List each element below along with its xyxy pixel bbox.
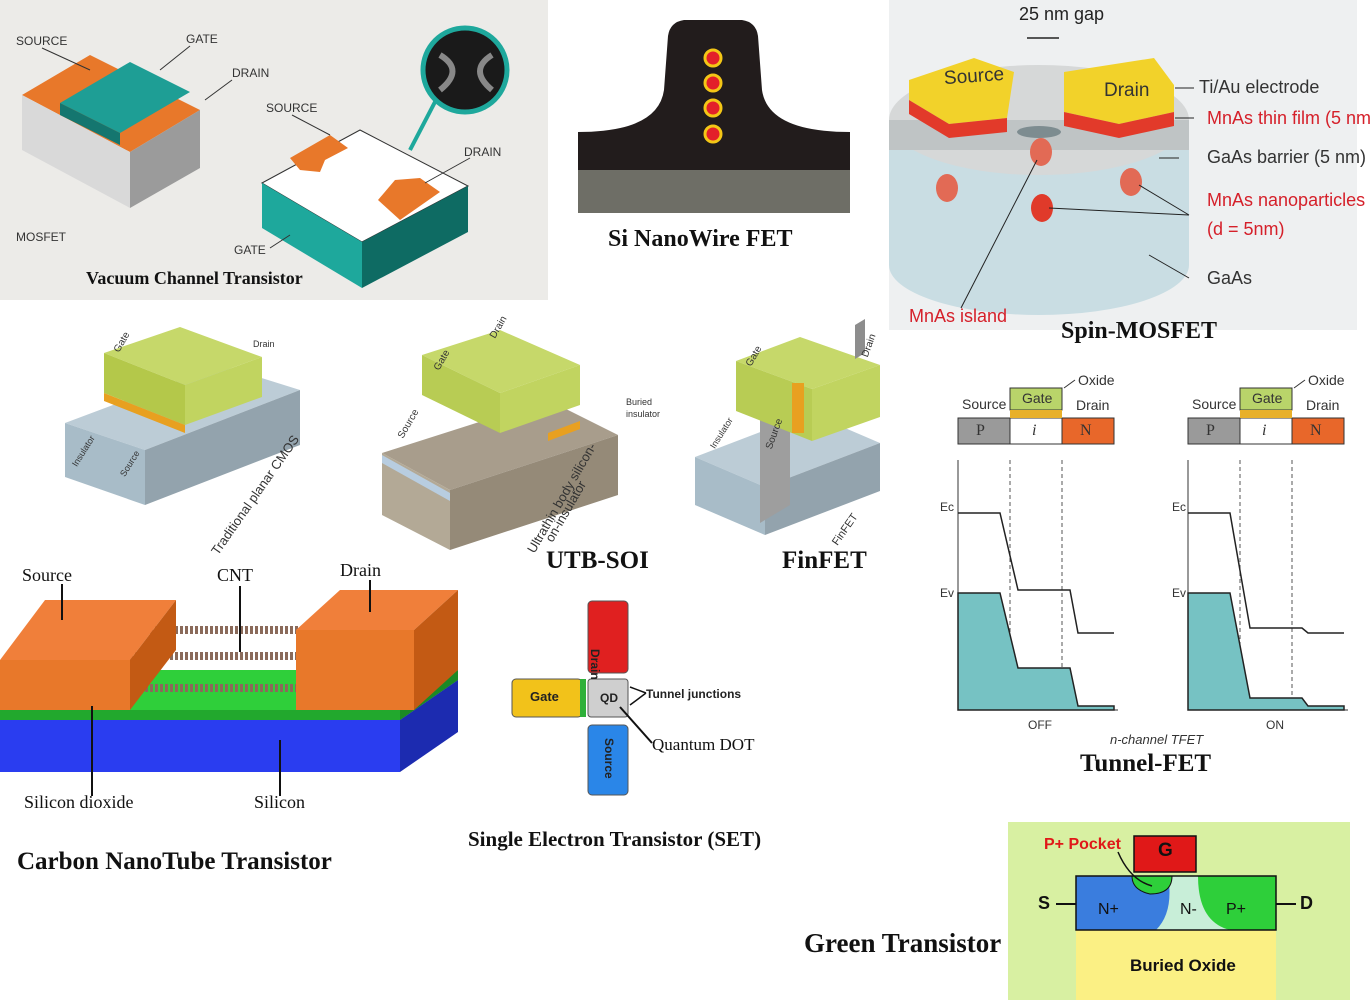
tfet-p-right: P	[1206, 422, 1215, 439]
green-transistor-illustration	[1008, 822, 1350, 1000]
cnt-cnt-label: CNT	[217, 565, 253, 585]
tfet-gate-left: Gate	[1022, 390, 1053, 406]
vacuum-drain-label: DRAIN	[464, 145, 502, 159]
cnt-drain-label: Drain	[340, 560, 381, 580]
set-drain-label: Drain	[588, 649, 602, 680]
mnas-film-label: MnAs thin film (5 nm	[1207, 108, 1371, 128]
mosfet-name-label: MOSFET	[16, 230, 66, 244]
tfet-ev-right: Ev	[1172, 586, 1187, 600]
green-pplus-label: P+	[1226, 901, 1247, 918]
set-dot-label: Quantum DOT	[652, 735, 755, 754]
tunnel-fet-caption: Tunnel-FET	[1080, 750, 1212, 777]
tfet-ev-left: Ev	[940, 586, 955, 600]
cmos-illustrations	[65, 319, 880, 550]
tfet-p-left: P	[976, 422, 985, 439]
utb-insulator-label: insulator	[626, 409, 661, 419]
tfet-ec-right: Ec	[1172, 500, 1187, 514]
tfet-i-right: i	[1262, 422, 1267, 439]
green-pocket-label: P+ Pocket	[1044, 836, 1121, 853]
cnt-sio2-label: Silicon dioxide	[24, 792, 134, 812]
tfet-subtitle: n-channel TFET	[1110, 732, 1204, 747]
tunnel-fet-diagram	[957, 379, 1348, 711]
green-panel: P+ Pocket G S D N+ N- P+ Buried Oxide Gr…	[800, 822, 1357, 1000]
green-caption: Green Transistor	[804, 928, 1002, 958]
nanowire-caption: Si NanoWire FET	[608, 226, 793, 252]
finfet-caption: FinFET	[782, 547, 867, 574]
vacuum-channel-panel: SOURCE GATE DRAIN MOSFET SOURCE DRAIN GA…	[0, 0, 548, 300]
green-nminus-label: N-	[1180, 901, 1197, 918]
nanowire-illustration	[578, 20, 850, 213]
set-gate-label: Gate	[530, 689, 559, 704]
green-d-label: D	[1300, 893, 1313, 913]
tfet-drain-right: Drain	[1306, 397, 1340, 413]
tfet-source-left: Source	[962, 396, 1007, 412]
nanowire-panel: Si NanoWire FET	[560, 0, 880, 265]
vacuum-gate-label: GATE	[234, 243, 266, 257]
green-s-label: S	[1038, 893, 1051, 913]
mosfet-source-label: SOURCE	[16, 34, 68, 48]
green-gate-label: G	[1158, 840, 1173, 861]
mnas-island-label: MnAs island	[909, 306, 1008, 326]
set-source-label: Source	[602, 738, 616, 779]
tfet-n-right: N	[1310, 422, 1322, 439]
set-caption: Single Electron Transistor (SET)	[468, 827, 762, 851]
vacuum-channel-illustration	[22, 25, 510, 288]
cnt-source-label: Source	[22, 565, 72, 585]
tfet-n-left: N	[1080, 422, 1092, 439]
utb-buried-label: Buried	[626, 397, 653, 407]
tfet-source-right: Source	[1192, 396, 1237, 412]
spin-drain-label: Drain	[1104, 80, 1150, 101]
tfet-ec-left: Ec	[940, 500, 955, 514]
set-illustration	[511, 600, 653, 796]
ti-au-label: Ti/Au electrode	[1199, 77, 1320, 97]
cnt-si-label: Silicon	[254, 792, 306, 812]
set-panel: Drain Gate QD Source Tunnel junctions Qu…	[468, 595, 830, 865]
tfet-gate-right: Gate	[1252, 390, 1283, 406]
tfet-i-left: i	[1032, 422, 1037, 439]
vacuum-channel-caption: Vacuum Channel Transistor	[86, 268, 303, 288]
mosfet-gate-label: GATE	[186, 32, 218, 46]
cmos-panel: Gate Drain Insulator Source Traditional …	[0, 305, 940, 580]
cnt-illustration	[0, 580, 458, 796]
spin-mosfet-illustration	[889, 0, 1357, 330]
set-qd-label: QD	[600, 691, 618, 705]
tfet-off-label: OFF	[1028, 718, 1052, 732]
spin-source-label: Source	[943, 63, 1005, 90]
tfet-drain-left: Drain	[1076, 397, 1110, 413]
utb-soi-caption: UTB-SOI	[546, 547, 649, 574]
tfet-on-label: ON	[1266, 718, 1284, 732]
gaas-label: GaAs	[1207, 268, 1253, 288]
green-oxide-label: Buried Oxide	[1130, 956, 1236, 975]
spin-mosfet-panel: 25 nm gap Source Drain Ti/Au electrode M…	[889, 0, 1371, 350]
gaas-barrier-label: GaAs barrier (5 nm)	[1207, 147, 1367, 167]
cnt-panel: Source CNT Drain Silicon dioxide Silicon…	[0, 560, 470, 880]
mnas-nanoparticles-label: MnAs nanoparticles	[1207, 190, 1366, 210]
green-nplus-label: N+	[1098, 901, 1119, 918]
nanoparticle-size-label: (d = 5nm)	[1207, 219, 1285, 239]
tfet-oxide-left: Oxide	[1078, 372, 1115, 388]
planar-drain-label: Drain	[253, 339, 275, 349]
tunnel-fet-panel: Oxide Source Gate Drain P i N Ec Ev OFF …	[940, 368, 1357, 788]
spin-gap-label: 25 nm gap	[1019, 4, 1105, 24]
set-tunnel-label: Tunnel junctions	[646, 687, 742, 701]
cnt-caption: Carbon NanoTube Transistor	[17, 848, 332, 875]
spin-mosfet-caption: Spin-MOSFET	[1061, 318, 1218, 344]
mosfet-drain-label: DRAIN	[232, 66, 270, 80]
vacuum-source-label: SOURCE	[266, 101, 318, 115]
tfet-oxide-right: Oxide	[1308, 372, 1345, 388]
